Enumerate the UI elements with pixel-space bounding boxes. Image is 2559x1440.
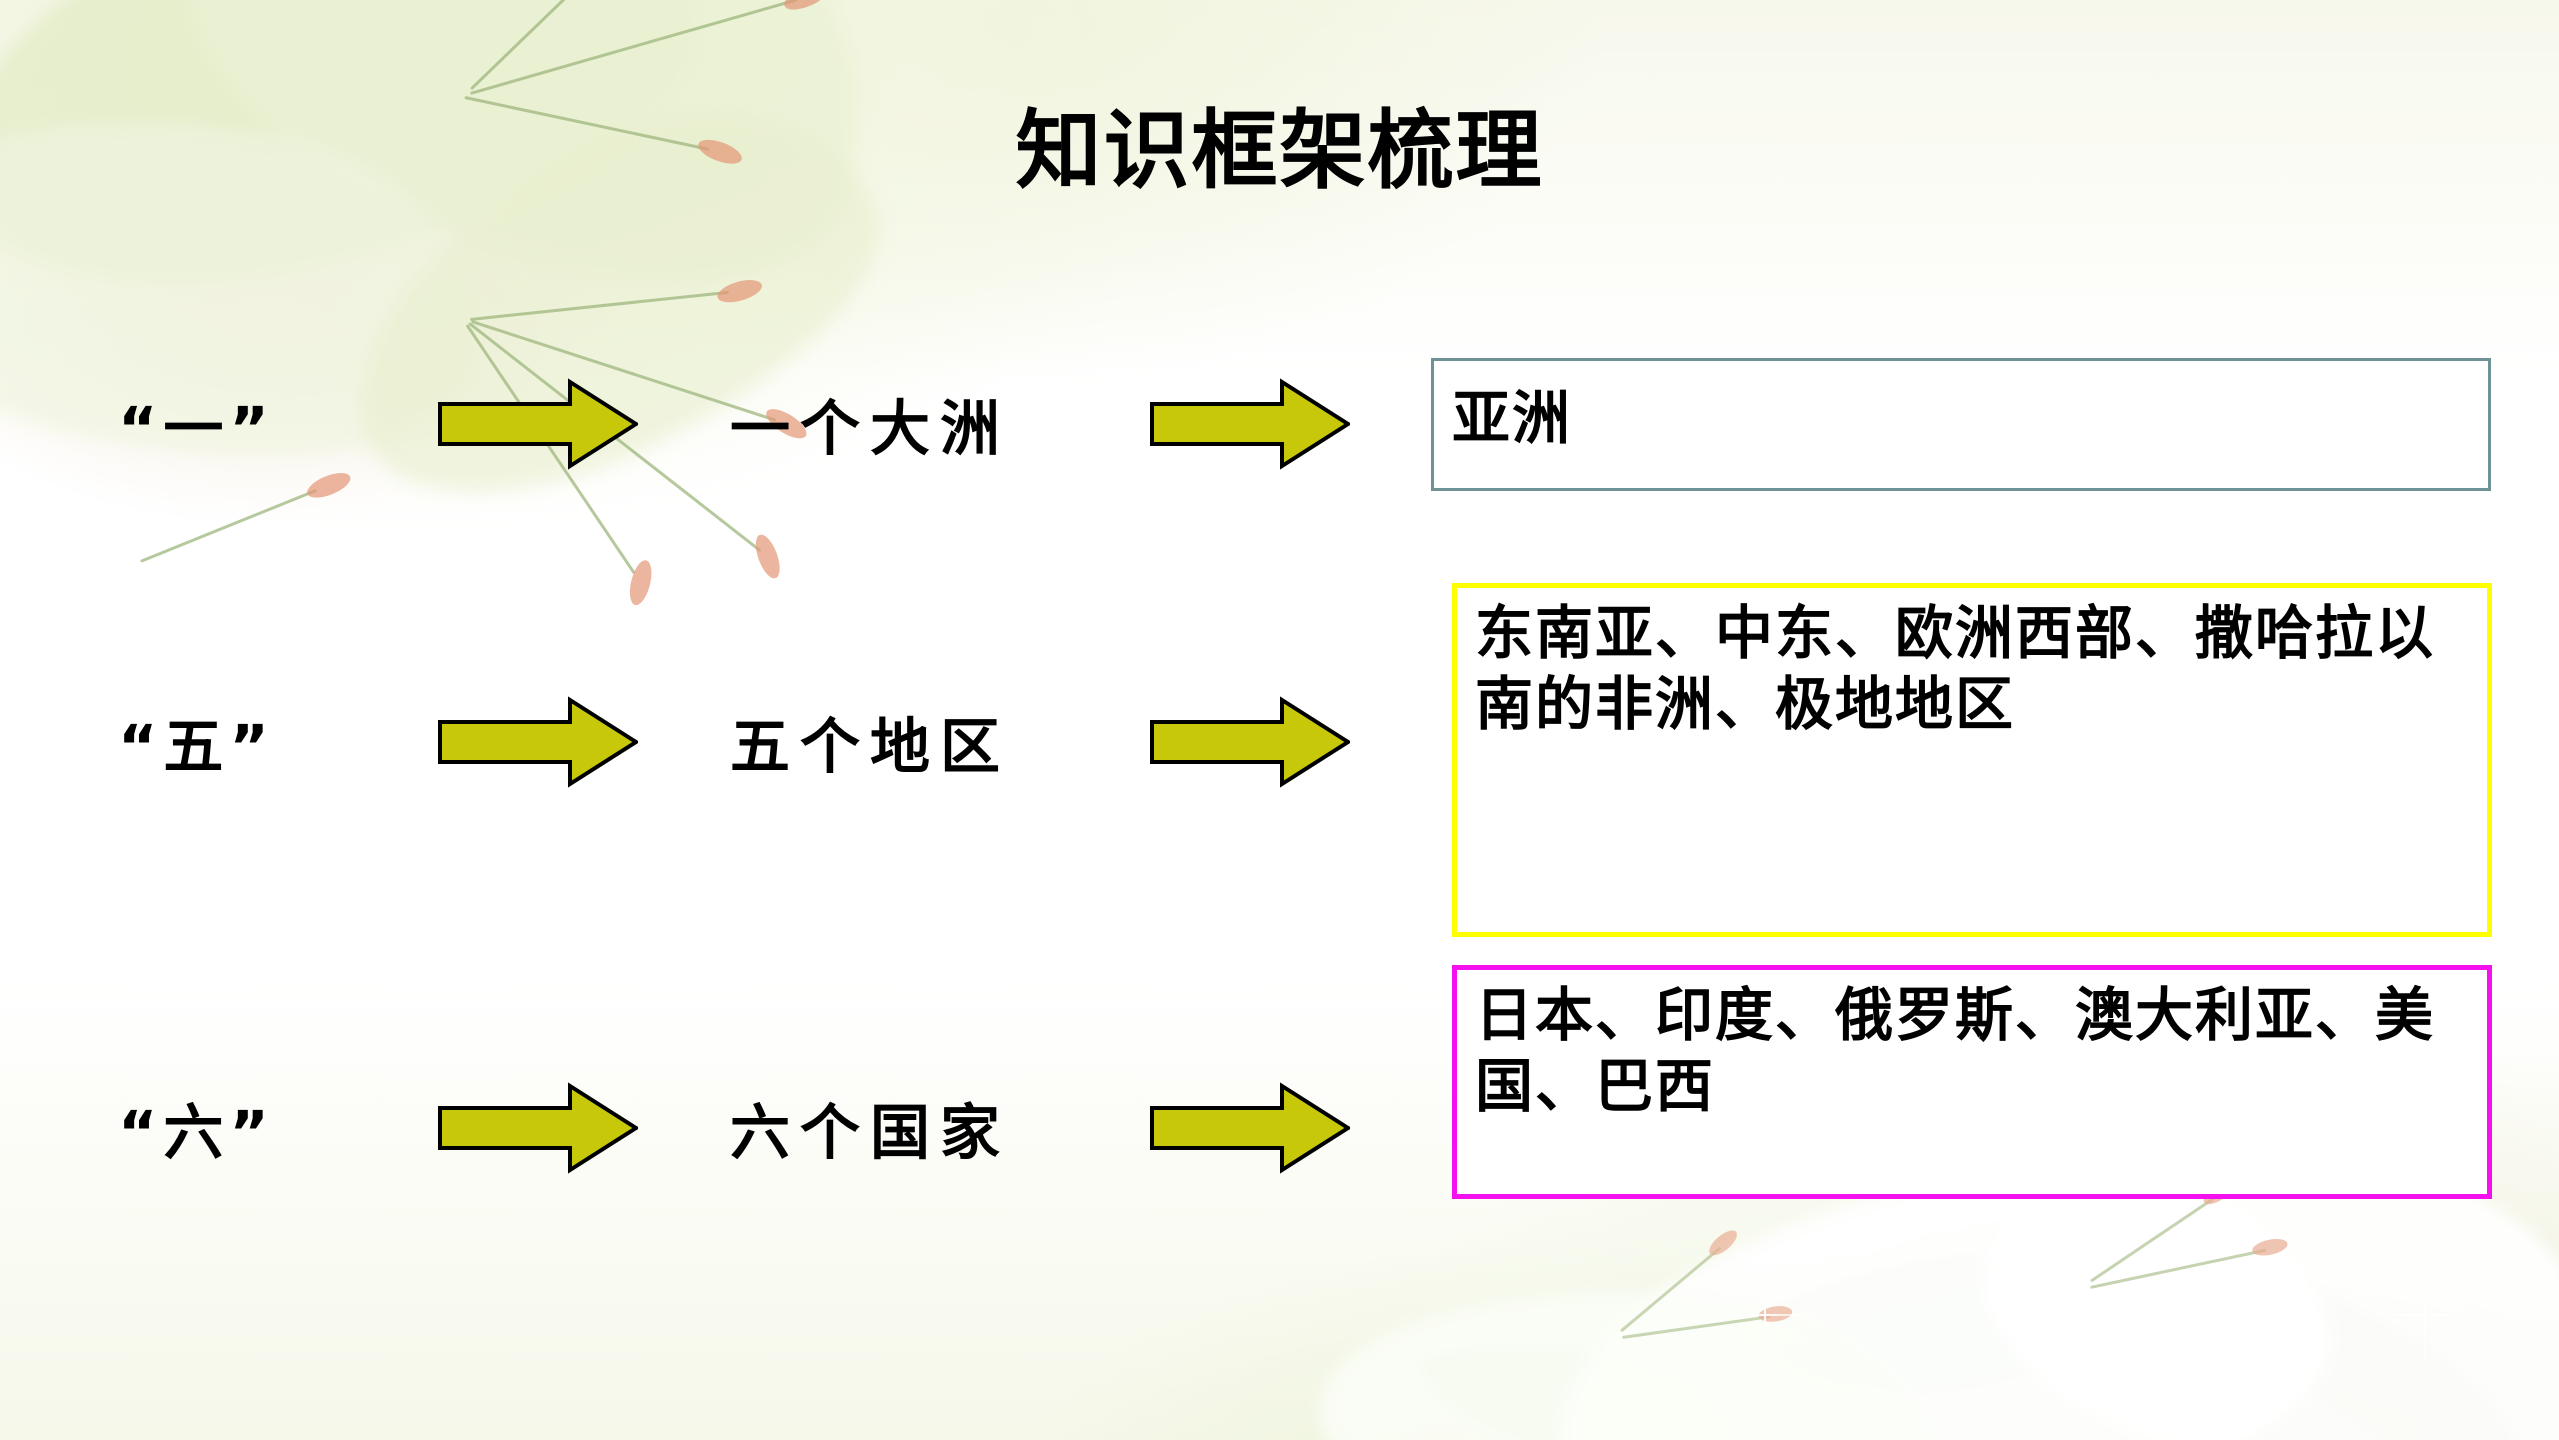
result-box-countries-text: 日本、印度、俄罗斯、澳大利亚、美国、巴西 (1475, 981, 2436, 1120)
result-box-continent-text: 亚洲 (1452, 384, 1573, 452)
right-arrow-icon (1150, 696, 1350, 788)
right-arrow-icon (438, 1082, 638, 1174)
result-box-regions: 东南亚、中东、欧洲西部、撒哈拉以南的非洲、极地地区 (1452, 583, 2492, 937)
right-arrow-icon (438, 696, 638, 788)
right-arrow-icon (1150, 378, 1350, 470)
row-one-key-label: “一” (118, 394, 275, 465)
row-two-middle-label: 五个地区 (730, 712, 1010, 783)
right-arrow-icon (1150, 1082, 1350, 1174)
row-three-key-label: “六” (118, 1098, 275, 1169)
result-box-continent: 亚洲 (1431, 358, 2491, 491)
result-box-countries: 日本、印度、俄罗斯、澳大利亚、美国、巴西 (1452, 965, 2492, 1199)
result-box-regions-text: 东南亚、中东、欧洲西部、撒哈拉以南的非洲、极地地区 (1475, 599, 2436, 738)
page-title: 知识框架梳理 (1015, 101, 1544, 201)
row-one-middle-label: 一个大洲 (730, 394, 1010, 465)
row-three-middle-label: 六个国家 (730, 1098, 1010, 1169)
right-arrow-icon (438, 378, 638, 470)
row-two-key-label: “五” (118, 712, 275, 783)
